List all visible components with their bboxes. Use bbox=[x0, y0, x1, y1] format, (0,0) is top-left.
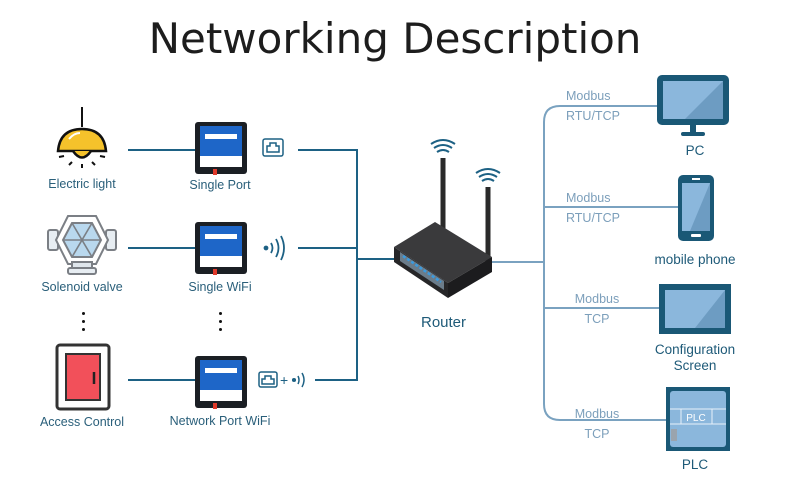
wifi-waves-right bbox=[475, 168, 501, 182]
plus-sign: + bbox=[280, 372, 288, 388]
device-label-solenoid-valve: Solenoid valve bbox=[41, 280, 123, 294]
right-connectors bbox=[492, 105, 678, 421]
gateway-label-single-wifi: Single WiFi bbox=[188, 280, 252, 294]
plc-icon: PLC bbox=[666, 387, 730, 451]
router-label: Router bbox=[421, 314, 467, 331]
protocol-label-phone: Modbus RTU/TCP bbox=[566, 191, 620, 225]
smartphone-icon bbox=[678, 175, 714, 241]
protocol-label-screen: Modbus TCP bbox=[574, 292, 620, 326]
client-label-mobile-phone: mobile phone bbox=[654, 252, 736, 267]
monitor-icon bbox=[657, 75, 729, 136]
access-control-door-icon bbox=[55, 343, 111, 411]
device-label-electric-light: Electric light bbox=[48, 177, 116, 191]
gateway-module-icon-1 bbox=[195, 122, 247, 175]
gateway-module-icon-2 bbox=[195, 222, 247, 275]
ethernet-plus-wifi-icon bbox=[258, 371, 305, 388]
more-gateways-dots bbox=[219, 312, 223, 336]
page-title: Networking Description bbox=[148, 14, 642, 63]
wifi-signal-icon bbox=[263, 235, 285, 261]
more-devices-dots bbox=[82, 312, 86, 336]
wifi-waves-left bbox=[430, 139, 456, 153]
pendant-lamp-icon bbox=[56, 107, 108, 168]
device-label-access-control: Access Control bbox=[39, 415, 125, 429]
protocol-label-pc: Modbus RTU/TCP bbox=[566, 89, 620, 123]
touch-screen-icon bbox=[659, 284, 731, 334]
gateway-label-single-port: Single Port bbox=[189, 178, 251, 192]
solenoid-valve-icon bbox=[47, 215, 117, 275]
router-icon bbox=[394, 139, 501, 298]
protocol-label-plc: Modbus TCP bbox=[574, 407, 620, 441]
right-bus-line bbox=[543, 105, 668, 421]
plc-text: PLC bbox=[686, 413, 705, 424]
ethernet-port-icon bbox=[262, 138, 284, 157]
client-label-plc: PLC bbox=[681, 457, 709, 472]
gateway-label-network-port-wifi: Network Port WiFi bbox=[169, 414, 271, 428]
client-label-configuration-screen: Configuration Screen bbox=[654, 342, 736, 373]
gateway-module-icon-3 bbox=[195, 356, 247, 409]
left-connectors bbox=[128, 149, 396, 381]
client-label-pc: PC bbox=[685, 143, 705, 158]
